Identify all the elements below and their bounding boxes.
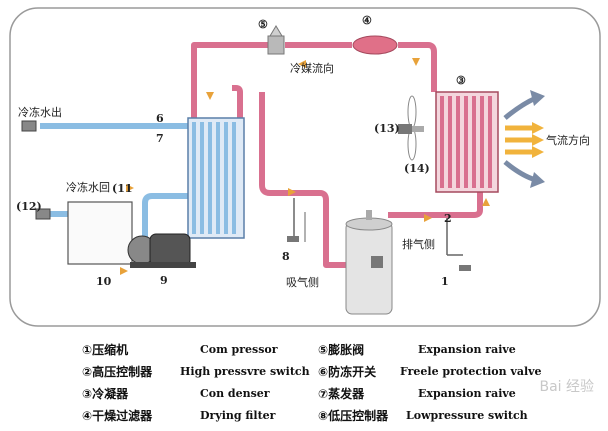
legend-en: Drying filter (200, 409, 276, 422)
fan (398, 95, 424, 161)
legend-en: Freele protection valve (400, 365, 542, 378)
label-condenser-flow: 冷媒流向 (290, 61, 334, 75)
callout-1: 1 (441, 275, 449, 288)
label-airflow-direction: 气流方向 (546, 133, 590, 147)
legend-en: Con denser (200, 387, 270, 400)
legend-en: High pressvre switch (180, 365, 310, 378)
callout-10: 10 (96, 275, 112, 288)
legend: ①压缩机 Com pressor ②高压控制器 High pressvre sw… (0, 340, 608, 431)
callouts: ⑤ ④ ③ 6 7 2 8 1 9 10 (11 (12) (13) (14) (16, 14, 466, 288)
label-chilled-water-return: 冷冻水回 (66, 180, 110, 194)
expansion-valve (267, 25, 285, 55)
evaporator (187, 117, 245, 239)
high-pressure-switch (446, 218, 471, 271)
outer-frame (9, 7, 601, 327)
airflow-arrows (503, 90, 545, 188)
outlet-valve (21, 120, 37, 132)
callout-14: (14) (404, 162, 430, 175)
compressor (345, 210, 393, 315)
callout-3: ③ (456, 74, 466, 87)
label-chilled-water-out: 冷冻水出 (18, 105, 62, 119)
legend-en: Com pressor (200, 343, 278, 356)
legend-cn: ①压缩机 (82, 343, 129, 357)
legend-en: Expansion raive (418, 387, 516, 400)
callout-8: 8 (282, 250, 290, 263)
callout-5: ⑤ (258, 18, 268, 31)
callout-11: (11 (112, 182, 133, 195)
flow-labels: 冷媒流向 冷冻水出 冷冻水回 气流方向 排气侧 吸气侧 (18, 61, 590, 289)
callout-2: 2 (444, 212, 452, 225)
legend-cn: ⑤膨胀阀 (318, 343, 365, 357)
legend-cn: ③冷凝器 (82, 387, 129, 401)
watermark: Bai 经验 (539, 379, 594, 395)
valve-12 (35, 208, 51, 220)
legend-cn: ⑦蒸发器 (318, 387, 365, 401)
legend-cn: ②高压控制器 (82, 365, 153, 379)
legend-en: Expansion raive (418, 343, 516, 356)
callout-13: (13) (374, 122, 400, 135)
hot-refrigerant-pipes (191, 42, 483, 268)
callout-7: 7 (156, 132, 164, 145)
label-suction-side: 吸气侧 (286, 275, 319, 289)
callout-6: 6 (156, 112, 164, 125)
callout-12: (12) (16, 200, 42, 213)
refrigeration-cycle-diagram: ⑤ ④ ③ 6 7 2 8 1 9 10 (11 (12) (13) (14) … (9, 7, 601, 327)
label-discharge-side: 排气侧 (402, 237, 435, 251)
condenser (435, 91, 499, 193)
legend-en: Lowpressure switch (406, 409, 528, 422)
water-tank (67, 201, 133, 265)
legend-cn: ⑥防冻开关 (318, 365, 377, 379)
flow-arrows (120, 58, 490, 275)
drying-filter (352, 35, 398, 55)
legend-cn: ④干燥过滤器 (82, 409, 153, 423)
water-pump (127, 233, 196, 268)
callout-4: ④ (362, 14, 372, 27)
callout-9: 9 (160, 274, 168, 287)
legend-cn: ⑧低压控制器 (318, 409, 389, 423)
low-pressure-switch (287, 198, 306, 242)
